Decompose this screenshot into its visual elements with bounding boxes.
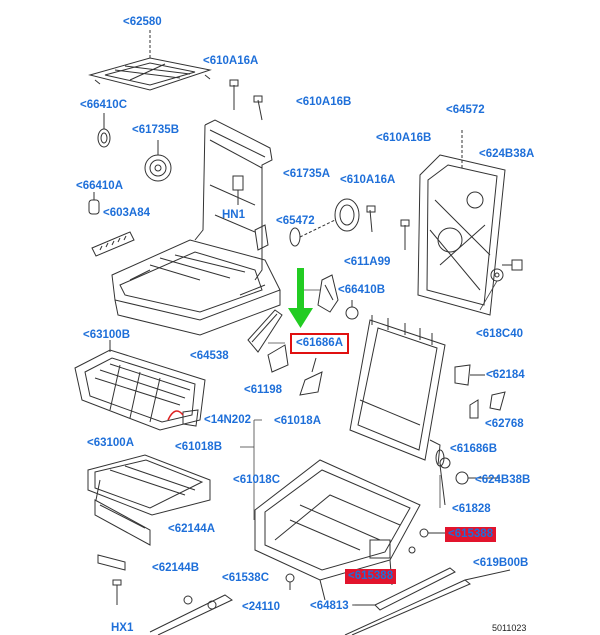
label-64572: <64572 xyxy=(446,104,485,116)
cover-61198-part xyxy=(267,344,289,373)
clip-66410b-part xyxy=(345,300,359,320)
label-24110: <24110 xyxy=(242,601,281,613)
label-61018a: <61018A xyxy=(274,415,321,427)
label-66410c: <66410C xyxy=(80,99,127,111)
label-61735a: <61735A xyxy=(283,168,330,180)
bolt-624b38b-part xyxy=(455,471,500,485)
seat-mat-part xyxy=(88,30,212,91)
label-615388-lower: <615388 xyxy=(345,569,397,584)
bolt-610a16a-part xyxy=(229,79,410,250)
label-64538: <64538 xyxy=(190,350,229,362)
lever-611a99-part xyxy=(317,274,339,313)
label-610a16b-mid: <610A16B xyxy=(296,96,352,108)
label-66410b: <66410B xyxy=(338,284,385,296)
label-618c40: <618C40 xyxy=(476,328,523,340)
label-62184: <62184 xyxy=(486,369,525,381)
label-624b38b: <624B38B xyxy=(475,474,531,486)
label-61735b: <61735B xyxy=(132,124,179,136)
label-hx1: HX1 xyxy=(111,622,134,634)
connector-14n202-part xyxy=(167,409,199,427)
cover-61686b-part xyxy=(439,457,451,469)
label-624b38a: <624B38A xyxy=(479,148,535,160)
cushion-63100b-part xyxy=(74,340,206,431)
spring-61828-part xyxy=(439,464,446,506)
pin-615388-part xyxy=(408,528,445,554)
label-61686a: <61686A xyxy=(290,333,349,354)
label-64813: <64813 xyxy=(310,600,349,612)
bracket-62144a-part xyxy=(94,479,151,546)
knob-61735a-part xyxy=(289,198,360,247)
cover-61686a-part xyxy=(299,357,323,396)
green-arrow-icon xyxy=(288,268,313,328)
screw-hx1-part xyxy=(112,579,122,605)
label-61018c: <61018C xyxy=(233,474,280,486)
label-61018b: <61018B xyxy=(175,441,222,453)
bar-619b00b-part xyxy=(344,569,511,635)
label-14n202: <14N202 xyxy=(204,414,251,426)
drawing-code: 5011023 xyxy=(492,623,527,633)
label-61686b: <61686B xyxy=(450,443,497,455)
label-61828: <61828 xyxy=(452,503,491,515)
clip-62768-part xyxy=(469,391,506,419)
label-hn1: HN1 xyxy=(222,209,246,221)
bolt-61538c-part xyxy=(285,573,295,590)
bolt-624b38a-part xyxy=(502,259,523,271)
label-62144b: <62144B xyxy=(152,562,199,574)
label-62768: <62768 xyxy=(485,418,524,430)
label-62580: <62580 xyxy=(123,16,162,28)
label-619b00b: <619B00B xyxy=(473,557,529,569)
bracket-62144b-part xyxy=(97,554,126,571)
seat-track-part xyxy=(254,459,421,601)
seat-back-frame-part xyxy=(349,315,446,467)
clip-66410c-part xyxy=(97,113,111,148)
label-615388: <615388 xyxy=(445,527,497,542)
strut-64813-part xyxy=(353,567,456,611)
strip-603a84-part xyxy=(91,231,135,257)
label-611a99: <611A99 xyxy=(344,256,391,268)
label-66410a: <66410A xyxy=(76,180,123,192)
label-65472: <65472 xyxy=(276,215,315,227)
label-610a16a-top: <610A16A xyxy=(203,55,259,67)
label-62144a: <62144A xyxy=(168,523,215,535)
label-610a16b-right: <610A16B xyxy=(376,132,432,144)
washer-618c40-part xyxy=(490,268,504,282)
rail-24110-part xyxy=(149,594,233,635)
gear-61735b-part xyxy=(144,140,172,182)
handle-62184-part xyxy=(454,364,485,386)
label-603a84: <603A84 xyxy=(103,207,150,219)
trim-64538-part xyxy=(247,309,283,353)
label-63100a: <63100A xyxy=(87,437,134,449)
pad-63100a-part xyxy=(87,454,211,516)
label-63100b: <63100B xyxy=(83,329,130,341)
seat-frame-part xyxy=(111,119,281,336)
label-610a16a-mid: <610A16A xyxy=(340,174,396,186)
clip-66410a-part xyxy=(88,192,100,215)
label-61538c: <61538C xyxy=(222,572,269,584)
back-panel-64572-part xyxy=(417,130,506,316)
label-61198: <61198 xyxy=(244,384,283,396)
